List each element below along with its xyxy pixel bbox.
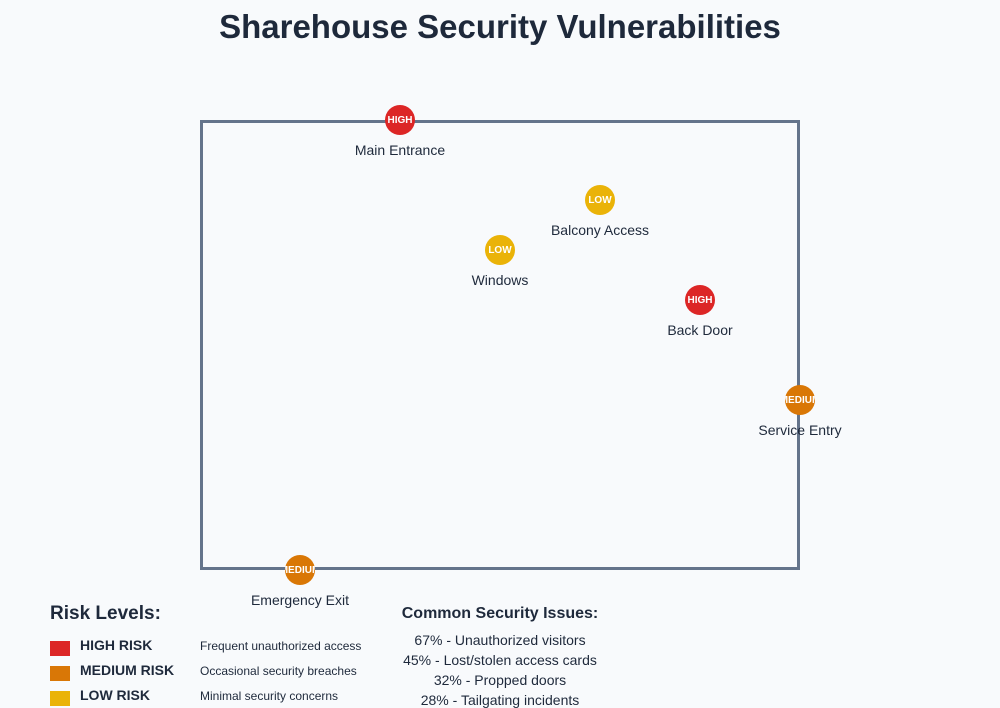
legend-label-low: LOW RISK bbox=[80, 687, 150, 703]
legend-swatch-medium bbox=[50, 666, 70, 681]
legend-title: Risk Levels: bbox=[50, 603, 161, 624]
main-entrance-label: Main Entrance bbox=[354, 142, 446, 158]
service-entry-label: Service Entry bbox=[758, 422, 842, 438]
page-title: Sharehouse Security Vulnerabilities bbox=[219, 8, 781, 45]
back-door-marker: HIGH bbox=[685, 285, 715, 315]
service-entry-marker: MEDIUM bbox=[785, 385, 815, 415]
building-outline bbox=[200, 120, 800, 570]
legend-swatch-low bbox=[50, 691, 70, 706]
legend-item-high: HIGH RISK Frequent unauthorized access bbox=[50, 637, 380, 657]
issue-item: 32% - Propped doors bbox=[433, 672, 567, 688]
legend-label-high: HIGH RISK bbox=[80, 637, 153, 653]
legend-label-medium: MEDIUM RISK bbox=[80, 662, 175, 678]
windows-marker: LOW bbox=[485, 235, 515, 265]
issue-item: 45% - Lost/stolen access cards bbox=[403, 652, 597, 668]
issue-item: 67% - Unauthorized visitors bbox=[414, 632, 586, 648]
legend-desc-medium: Occasional security breaches bbox=[200, 664, 357, 678]
balcony-access-label: Balcony Access bbox=[550, 222, 650, 238]
windows-label: Windows bbox=[471, 272, 529, 288]
issue-item: 28% - Tailgating incidents bbox=[420, 692, 580, 708]
main-entrance-marker: HIGH bbox=[385, 105, 415, 135]
emergency-exit-label: Emergency Exit bbox=[250, 592, 350, 608]
back-door-label: Back Door bbox=[667, 322, 733, 338]
legend-desc-low: Minimal security concerns bbox=[200, 689, 339, 703]
issues-title: Common Security Issues: bbox=[401, 605, 599, 622]
legend-swatch-high bbox=[50, 641, 70, 656]
legend-item-medium: MEDIUM RISK Occasional security breaches bbox=[50, 662, 380, 682]
emergency-exit-marker: MEDIUM bbox=[285, 555, 315, 585]
balcony-access-marker: LOW bbox=[585, 185, 615, 215]
legend-desc-high: Frequent unauthorized access bbox=[200, 639, 362, 653]
legend-item-low: LOW RISK Minimal security concerns bbox=[50, 687, 380, 707]
